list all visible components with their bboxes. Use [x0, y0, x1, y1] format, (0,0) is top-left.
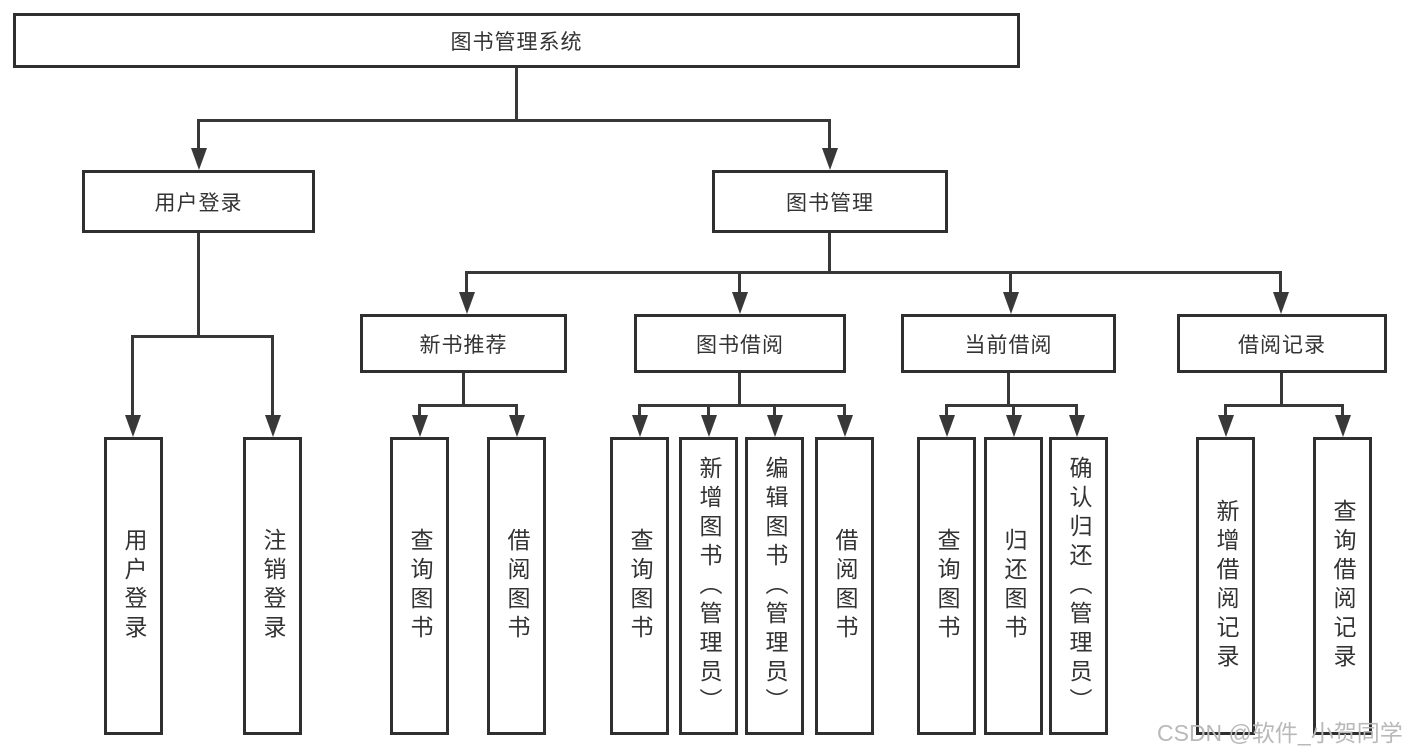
arrow-down-icon — [191, 148, 207, 170]
connector-line — [1007, 373, 1010, 406]
node-user-login: 用户登录 — [82, 170, 315, 233]
leaf-query-books-borrow: 查询图书 — [610, 437, 669, 735]
connector-line — [828, 233, 831, 274]
arrow-down-icon — [125, 415, 141, 437]
leaf-logout: 注销登录 — [243, 437, 302, 735]
connector-line — [197, 233, 200, 336]
node-new-book-recommend: 新书推荐 — [360, 314, 567, 373]
node-book-management-label: 图书管理 — [786, 191, 874, 215]
leaf-return-books: 归还图书 — [984, 437, 1043, 735]
leaf-edit-books-admin: 编辑图书（管理员） — [745, 437, 804, 735]
connector-line — [843, 404, 846, 417]
connector-line — [638, 404, 844, 407]
connector-line — [465, 271, 468, 293]
leaf-borrow-books-recommend: 借阅图书 — [487, 437, 546, 735]
arrow-down-icon — [939, 415, 955, 437]
arrow-down-icon — [1273, 292, 1289, 314]
connector-line — [738, 271, 741, 293]
node-current-borrow: 当前借阅 — [901, 314, 1116, 373]
connector-line — [131, 335, 273, 338]
arrow-down-icon — [459, 292, 475, 314]
leaf-user-login: 用户登录 — [104, 437, 163, 735]
node-new-book-recommend-label: 新书推荐 — [419, 333, 508, 357]
leaf-confirm-return-admin-label: 确认归还（管理员） — [1066, 455, 1092, 717]
leaf-user-login-label: 用户登录 — [121, 528, 147, 644]
node-book-borrow: 图书借阅 — [634, 314, 846, 373]
leaf-query-books-recommend: 查询图书 — [390, 437, 449, 735]
leaf-add-books-admin: 新增图书（管理员） — [679, 437, 738, 735]
leaf-add-books-admin-label: 新增图书（管理员） — [696, 455, 722, 717]
leaf-borrow-books-borrow-label: 借阅图书 — [832, 528, 858, 644]
connector-line — [1224, 404, 1343, 407]
connector-line — [418, 404, 421, 417]
arrow-down-icon — [265, 415, 281, 437]
arrow-down-icon — [837, 415, 853, 437]
connector-line — [465, 271, 1282, 274]
arrow-down-icon — [1335, 415, 1351, 437]
leaf-edit-books-admin-label: 编辑图书（管理员） — [762, 455, 788, 717]
connector-line — [1279, 271, 1282, 293]
connector-line — [197, 119, 831, 122]
connector-line — [271, 335, 274, 417]
leaf-query-books-recommend-label: 查询图书 — [407, 528, 433, 644]
connector-line — [515, 404, 518, 417]
connector-line — [197, 119, 200, 150]
leaf-logout-label: 注销登录 — [260, 528, 286, 644]
node-root: 图书管理系统 — [13, 13, 1020, 68]
arrow-down-icon — [732, 292, 748, 314]
connector-line — [707, 404, 710, 417]
connector-line — [515, 68, 518, 120]
node-root-label: 图书管理系统 — [450, 30, 583, 54]
leaf-query-books-current: 查询图书 — [917, 437, 976, 735]
arrow-down-icon — [822, 148, 838, 170]
leaf-add-borrow-record-label: 新增借阅记录 — [1213, 499, 1239, 673]
connector-line — [828, 119, 831, 150]
leaf-query-borrow-record: 查询借阅记录 — [1313, 437, 1372, 735]
arrow-down-icon — [632, 415, 648, 437]
connector-line — [773, 404, 776, 417]
arrow-down-icon — [509, 415, 525, 437]
connector-line — [1009, 271, 1012, 293]
leaf-borrow-books-recommend-label: 借阅图书 — [504, 528, 530, 644]
arrow-down-icon — [1069, 415, 1085, 437]
connector-line — [1012, 404, 1015, 417]
connector-line — [1075, 404, 1078, 417]
arrow-down-icon — [1006, 415, 1022, 437]
connector-line — [462, 373, 465, 406]
connector-line — [945, 404, 948, 417]
leaf-query-books-current-label: 查询图书 — [934, 528, 960, 644]
arrow-down-icon — [1003, 292, 1019, 314]
connector-line — [638, 404, 641, 417]
connector-line — [1224, 404, 1227, 417]
arrow-down-icon — [767, 415, 783, 437]
arrow-down-icon — [412, 415, 428, 437]
arrow-down-icon — [701, 415, 717, 437]
connector-line — [131, 335, 134, 417]
csdn-watermark: CSDN @软件_小贺同学 — [1157, 720, 1403, 746]
connector-line — [1341, 404, 1344, 417]
connector-line — [738, 373, 741, 406]
leaf-borrow-books-borrow: 借阅图书 — [815, 437, 874, 735]
leaf-add-borrow-record: 新增借阅记录 — [1196, 437, 1255, 735]
node-current-borrow-label: 当前借阅 — [964, 333, 1053, 357]
node-user-login-label: 用户登录 — [154, 191, 243, 215]
leaf-query-books-borrow-label: 查询图书 — [627, 528, 653, 644]
node-borrow-records-label: 借阅记录 — [1238, 333, 1326, 357]
node-book-borrow-label: 图书借阅 — [696, 333, 784, 357]
arrow-down-icon — [1218, 415, 1234, 437]
leaf-query-borrow-record-label: 查询借阅记录 — [1330, 499, 1356, 673]
connector-line — [418, 404, 518, 407]
node-book-management: 图书管理 — [712, 170, 948, 233]
connector-line — [945, 404, 1078, 407]
leaf-confirm-return-admin: 确认归还（管理员） — [1049, 437, 1108, 735]
node-borrow-records: 借阅记录 — [1177, 314, 1387, 373]
leaf-return-books-label: 归还图书 — [1001, 528, 1027, 644]
connector-line — [1280, 373, 1283, 406]
